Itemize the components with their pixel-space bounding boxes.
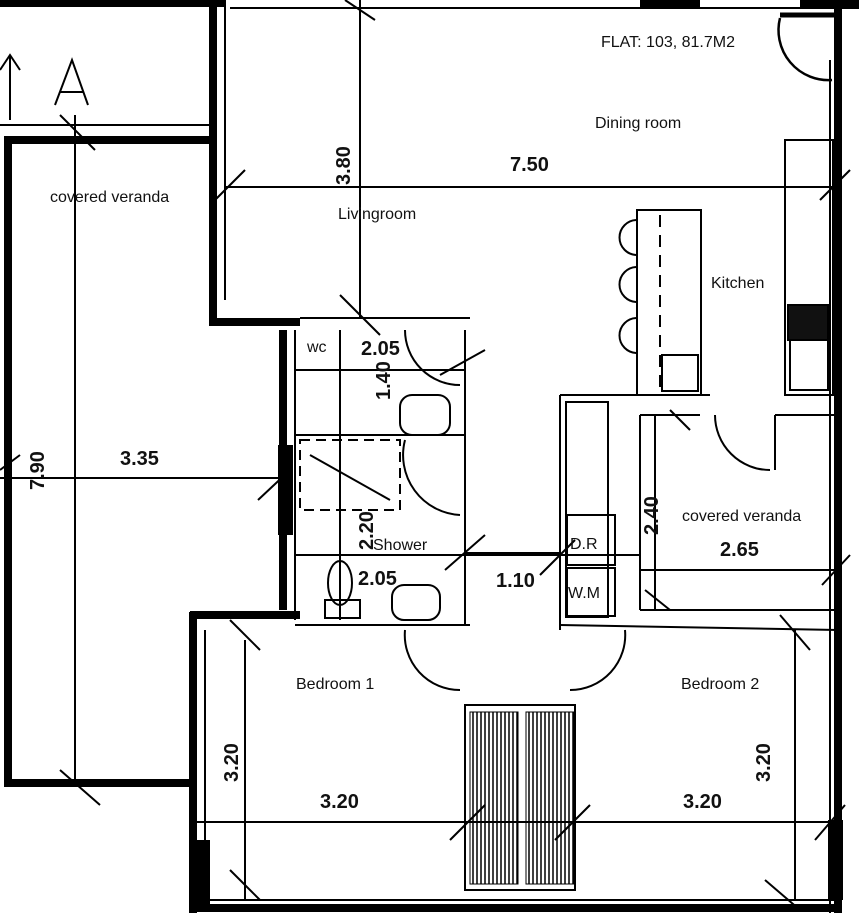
room-label-living: Livingroom bbox=[338, 206, 416, 223]
dim-veranda-left-length: 7.90 bbox=[27, 451, 49, 490]
dim-shower-depth: 2.20 bbox=[356, 511, 378, 550]
flat-title: FLAT: 103, 81.7M2 bbox=[601, 34, 735, 51]
room-label-veranda-left: covered veranda bbox=[50, 189, 169, 206]
wardrobes bbox=[464, 704, 576, 891]
dim-bedroom1-depth: 3.20 bbox=[221, 743, 243, 782]
dim-corridor-width: 1.10 bbox=[496, 570, 535, 592]
room-label-shower: Shower bbox=[373, 537, 428, 554]
dim-shower-width: 2.05 bbox=[358, 568, 397, 590]
dim-bedroom2-width: 3.20 bbox=[683, 791, 722, 813]
section-marker: A bbox=[0, 53, 89, 120]
dim-bedroom2-depth: 3.20 bbox=[753, 743, 775, 782]
dim-bedroom1-width: 3.20 bbox=[320, 791, 359, 813]
room-label-wc: wc bbox=[306, 339, 327, 356]
room-label-bedroom2: Bedroom 2 bbox=[681, 676, 759, 693]
kitchen-fixtures bbox=[565, 139, 834, 618]
room-label-bedroom1: Bedroom 1 bbox=[296, 676, 374, 693]
dim-wc-depth: 1.40 bbox=[373, 361, 395, 400]
dim-living-width: 7.50 bbox=[510, 154, 549, 176]
dim-wc-width: 2.05 bbox=[361, 338, 400, 360]
room-label-veranda-right: covered veranda bbox=[682, 508, 801, 525]
dim-veranda-right-depth: 2.40 bbox=[641, 496, 663, 535]
dim-veranda-left-width: 3.35 bbox=[120, 448, 159, 470]
doors bbox=[402, 12, 838, 692]
room-label-dr: D.R bbox=[570, 536, 598, 553]
room-label-wm: W.M bbox=[568, 585, 600, 602]
room-label-kitchen: Kitchen bbox=[711, 275, 764, 292]
dim-veranda-right-width: 2.65 bbox=[720, 539, 759, 561]
bathroom-fixtures bbox=[299, 394, 451, 621]
room-label-dining: Dining room bbox=[595, 115, 681, 132]
dim-living-depth: 3.80 bbox=[333, 146, 355, 185]
